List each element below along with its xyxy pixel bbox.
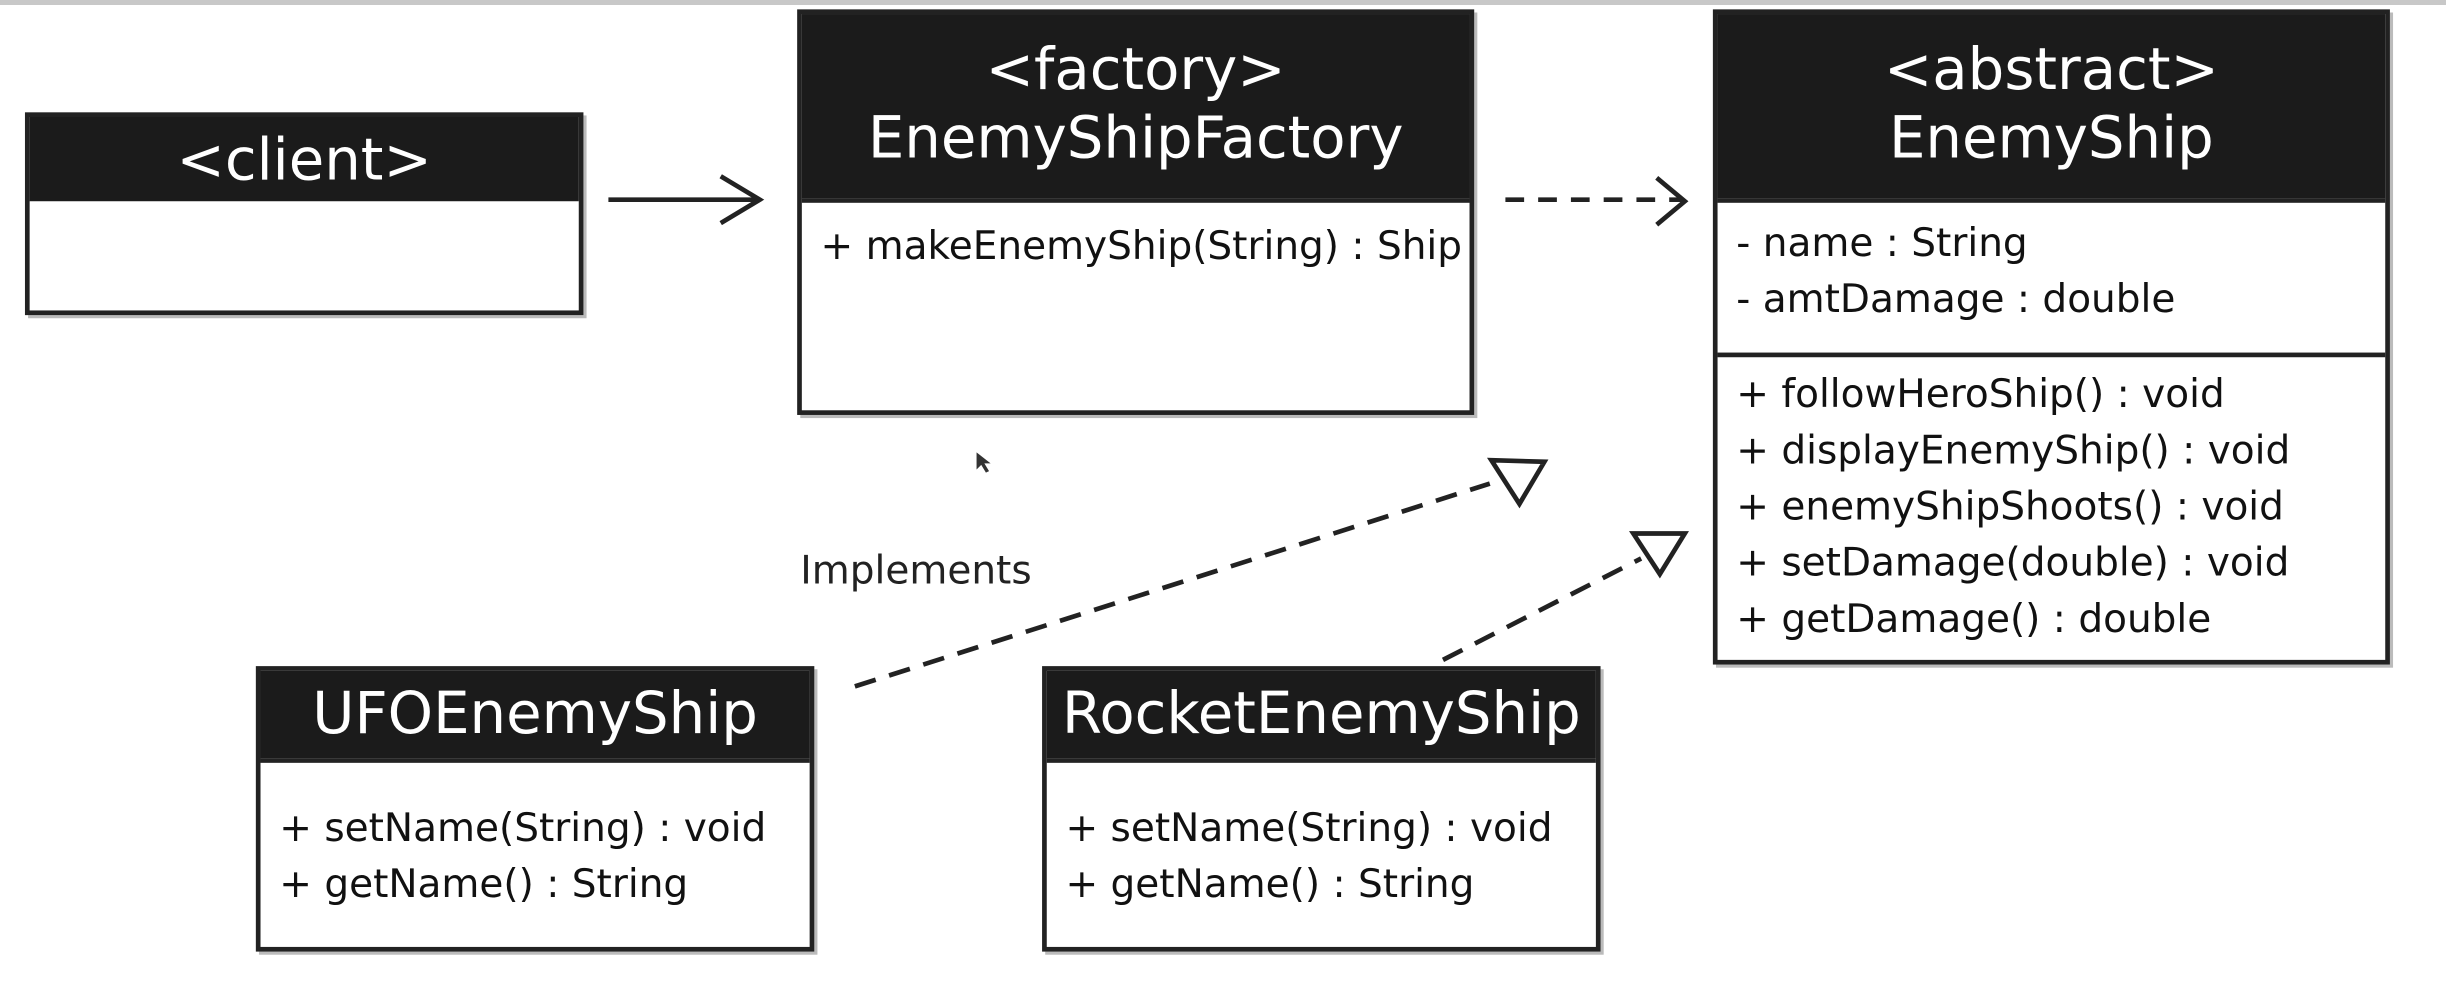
method-row: + getName() : String — [1065, 861, 1475, 907]
method-row: + setName(String) : void — [1065, 804, 1553, 851]
ufo-realization-line — [854, 481, 1491, 689]
method-row: + setDamage(double) : void — [1736, 539, 2290, 585]
ufo-enemy-ship-methods: + setName(String) : void + getName() : S… — [260, 758, 810, 919]
enemy-ship-factory-class: <factory> EnemyShipFactory + makeEnemySh… — [797, 9, 1475, 415]
method-row: + getName() : String — [279, 861, 689, 907]
enemy-ship-name: EnemyShip — [1888, 104, 2214, 172]
method-row: + followHeroShip() : void — [1736, 371, 2225, 417]
method-row: + makeEnemyShip(String) : Ship — [820, 223, 1463, 269]
enemy-ship-header: <abstract> EnemyShip — [1717, 14, 2386, 199]
enemy-ship-class: <abstract> EnemyShip - name : String - a… — [1712, 9, 2390, 665]
rocket-enemy-ship-class: RocketEnemyShip + setName(String) : void… — [1042, 666, 1601, 952]
client-class: <client> — [24, 112, 584, 316]
ufo-enemy-ship-header: UFOEnemyShip — [260, 670, 810, 759]
ufo-enemy-ship-class: UFOEnemyShip + setName(String) : void + … — [255, 666, 815, 952]
enemy-ship-factory-stereotype: <factory> — [985, 35, 1286, 103]
window-top-border — [0, 0, 2446, 5]
method-row: + enemyShipShoots() : void — [1736, 483, 2284, 529]
attribute-row: - name : String — [1736, 219, 2028, 266]
mouse-cursor-icon — [976, 452, 991, 473]
enemy-ship-stereotype: <abstract> — [1883, 35, 2219, 103]
method-row: + displayEnemyShip() : void — [1736, 427, 2291, 473]
enemy-ship-factory-header: <factory> EnemyShipFactory — [801, 14, 1470, 199]
method-row: + setName(String) : void — [279, 804, 767, 851]
factory-to-enemyship-arrowhead — [1655, 176, 1689, 227]
attribute-row: - amtDamage : double — [1736, 276, 2176, 322]
rocket-enemy-ship-name: RocketEnemyShip — [1061, 680, 1581, 748]
client-class-name: <client> — [176, 126, 432, 194]
rocket-enemy-ship-header: RocketEnemyShip — [1046, 670, 1596, 759]
ufo-realization-triangle — [1486, 457, 1549, 509]
client-to-factory-arrowhead — [719, 174, 765, 226]
client-class-header: <client> — [29, 116, 579, 202]
enemy-ship-factory-name: EnemyShipFactory — [867, 104, 1404, 172]
enemy-ship-attributes: - name : String - amtDamage : double — [1717, 198, 2386, 352]
enemy-ship-factory-methods: + makeEnemyShip(String) : Ship — [801, 198, 1470, 281]
implements-label: Implements — [800, 547, 1032, 593]
ufo-enemy-ship-name: UFOEnemyShip — [312, 680, 758, 748]
rocket-realization-triangle — [1628, 531, 1689, 579]
method-row: + getDamage() : double — [1736, 595, 2212, 642]
enemy-ship-methods: + followHeroShip() : void + displayEnemy… — [1717, 352, 2386, 654]
rocket-enemy-ship-methods: + setName(String) : void + getName() : S… — [1046, 758, 1596, 919]
rocket-realization-line — [1441, 556, 1643, 662]
